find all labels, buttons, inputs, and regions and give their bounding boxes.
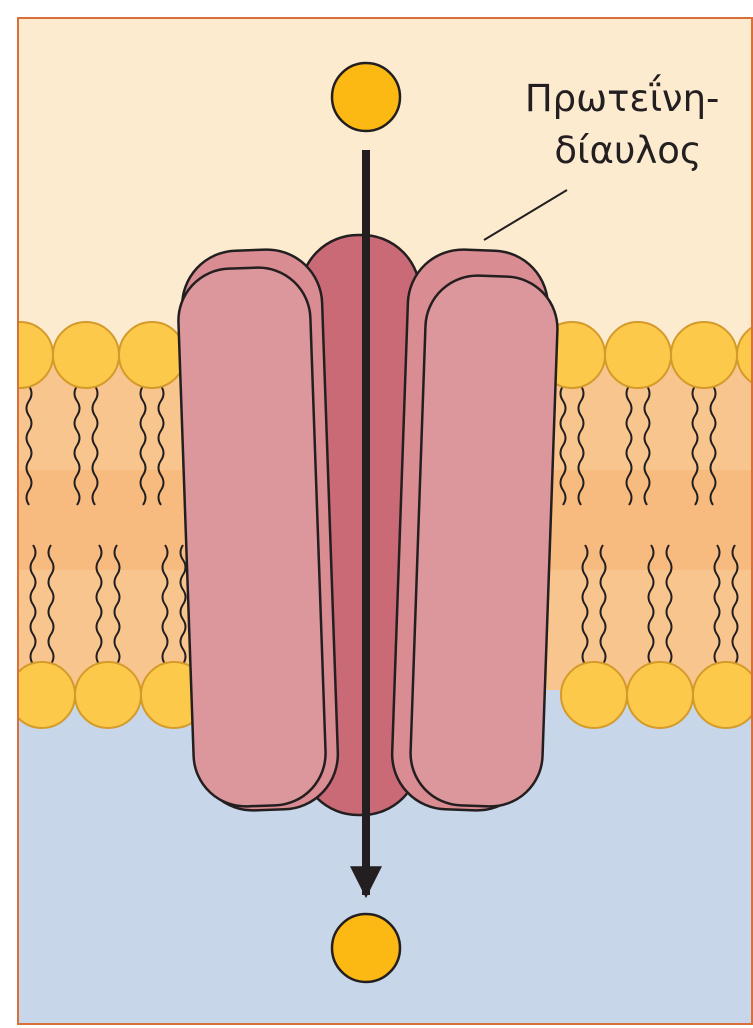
- lipid-head: [693, 662, 753, 728]
- molecule-inside: [332, 914, 400, 982]
- protein-left-subunit-front: [177, 266, 328, 808]
- lipid-head: [53, 322, 119, 388]
- lipid-head: [75, 662, 141, 728]
- label-line-2: δίαυλος: [554, 129, 701, 172]
- molecule-outside: [332, 63, 400, 131]
- lipid-head: [605, 322, 671, 388]
- lipid-head: [119, 322, 185, 388]
- lipid-head: [561, 662, 627, 728]
- label-line-1: Πρωτεΐνη-: [525, 74, 720, 120]
- lipid-head: [627, 662, 693, 728]
- lipid-tail: [9, 386, 14, 505]
- protein-right-subunit-front: [409, 274, 559, 808]
- lipid-head: [671, 322, 737, 388]
